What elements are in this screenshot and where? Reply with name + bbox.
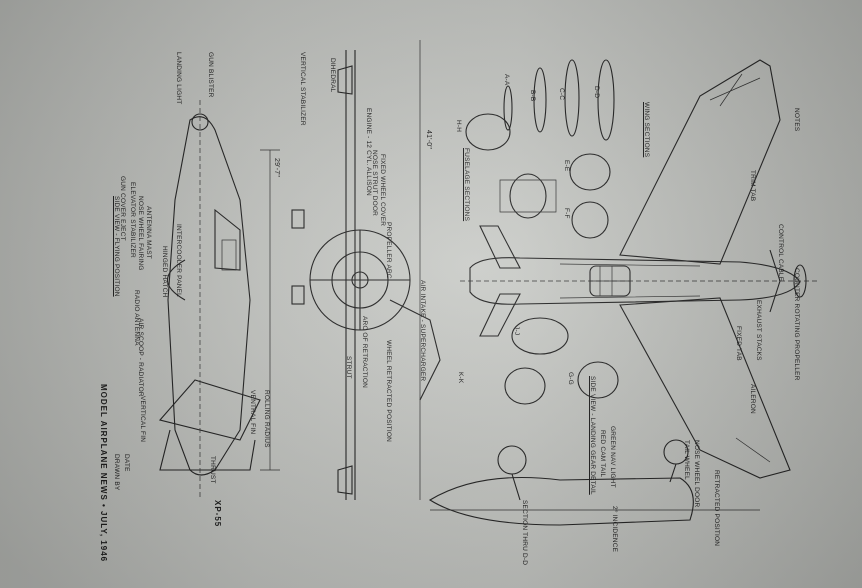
- gun-blister-label: GUN BLISTER: [207, 52, 214, 98]
- nose-wheel-label: NOSE WHEEL FAIRING: [137, 196, 144, 271]
- section-label-j: J-J: [513, 326, 520, 336]
- fuselage-sections-title: FUSELAGE SECTIONS: [463, 148, 470, 222]
- vertical-fin-label: VERTICAL FIN: [139, 396, 146, 443]
- landing-light-label: LANDING LIGHT: [175, 52, 182, 105]
- propeller-arc-label: PROPELLER ARC: [385, 222, 392, 279]
- section-label-d: D-D: [593, 86, 600, 99]
- nose-door-label: NOSE WHEEL DOOR: [693, 440, 700, 508]
- vertical-stab-label: VERTICAL STABILIZER: [299, 52, 306, 126]
- exhaust-label: EXHAUST STACKS: [755, 300, 762, 361]
- fixed-wheel-label: FIXED WHEEL COVER: [379, 154, 386, 227]
- tail-wheel-label: TAIL WHEEL: [683, 440, 690, 480]
- retracted-position-label: RETRACTED POSITION: [713, 470, 720, 547]
- section-label-h: H-H: [455, 120, 462, 133]
- dim-length: 29'-7": [273, 158, 280, 178]
- fixed-tab-label: FIXED TAB: [735, 326, 742, 361]
- section-label-b: B-B: [529, 90, 536, 102]
- dim-wingspan: 41'-0": [425, 130, 432, 150]
- rolling-radius-label: ROLLING RADIUS: [263, 390, 270, 448]
- dihedral-label: DIHEDRAL: [329, 58, 336, 93]
- section-label-f: F-F: [563, 208, 570, 219]
- side-view: [158, 100, 280, 500]
- drawn-by-label: DRAWN BY: [113, 454, 120, 491]
- hinged-hatch-label: HINGED HATCH: [161, 246, 168, 298]
- section-label-g: G-G: [567, 372, 574, 385]
- aileron-label: AILERON: [749, 384, 756, 414]
- section-thru-label: SECTION THRU D-D: [521, 500, 528, 566]
- air-intake-label: AIR INTAKE - SUPERCHARGER: [419, 280, 426, 382]
- thrust-label: THRUST: [209, 456, 216, 484]
- section-label-a: A-A: [503, 74, 510, 86]
- strut-label: STRUT: [345, 356, 352, 379]
- date-label: DATE: [123, 454, 130, 472]
- model-name: XP-55: [213, 500, 222, 528]
- magazine-line: MODEL AIRPLANE NEWS • JULY, 1946: [99, 384, 108, 563]
- plan-view: [460, 59, 820, 479]
- intercooler-label: INTERCOOLER PANEL: [175, 224, 182, 297]
- section-label-e: E-E: [563, 160, 570, 172]
- elevator-label: ELEVATOR STABILIZER: [129, 182, 136, 258]
- trim-tab-label: TRIM TAB: [749, 170, 756, 202]
- section-label-k: K-K: [457, 372, 464, 384]
- sections: [465, 59, 619, 405]
- notes-label: NOTES: [793, 108, 800, 132]
- section-label-c: C-C: [558, 88, 565, 101]
- nose-strut-label: NOSE STRUT DOOR: [371, 150, 378, 217]
- ventral-fin-label: VENTRAL FIN: [249, 390, 256, 435]
- front-view: [291, 40, 441, 500]
- gun-cover-label: GUN COVER EJECT: [119, 176, 126, 241]
- incidence-label: 2° INCIDENCE: [611, 506, 618, 553]
- air-scoop-label: AIR SCOOP - RADIATOR: [137, 318, 144, 397]
- wing-sections-title: WING SECTIONS: [643, 102, 650, 158]
- landing-gear-title: SIDE VIEW - LANDING GEAR DETAIL: [589, 376, 596, 495]
- wheel-retracted-label: WHEEL RETRACTED POSITION: [385, 340, 392, 443]
- contra-prop-label: COUNTER ROTATING PROPELLER: [793, 268, 800, 381]
- landing-gear-detail: [428, 439, 760, 526]
- retraction-label: ARC OF RETRACTION: [361, 316, 368, 389]
- red-light-label: RED CAM TAIL: [599, 430, 606, 478]
- control-cable-label: CONTROL CABLE: [777, 224, 784, 282]
- green-light-label: GREEN NAV LIGHT: [609, 426, 616, 488]
- antenna-label: ANTENNA MAST: [145, 206, 152, 259]
